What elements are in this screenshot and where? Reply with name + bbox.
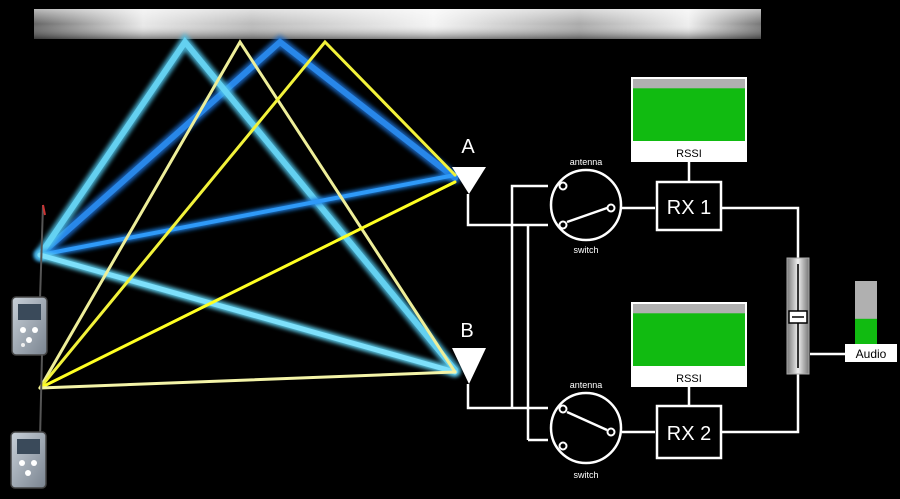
transmitter-bottom [10, 354, 47, 489]
triangle-antenna-icon [452, 348, 486, 384]
ray-cyan-direct-b-core [37, 252, 458, 375]
triangle-antenna-icon [452, 167, 486, 194]
wiring [466, 162, 845, 442]
fader-icon [786, 257, 810, 375]
antenna-switch-bottom: antenna switch [549, 380, 623, 480]
rssi-meter-2-label: RSSI [676, 373, 702, 385]
switch-bottom-label-bottom: switch [573, 470, 598, 480]
wire-rx1-to-fader [722, 206, 800, 258]
receiver-2-label: RX 2 [667, 423, 711, 445]
rssi-meter-1-level [633, 88, 745, 141]
transmitter-top [11, 204, 48, 356]
transmitter-antenna-wire [39, 354, 43, 441]
transmitter-antenna-wire [39, 204, 44, 301]
bodypack-transmitter-icon [10, 431, 47, 489]
rotary-switch-icon [549, 391, 623, 465]
antenna-a-label: A [461, 136, 475, 158]
wire-b-to-switch-bottom [466, 384, 548, 410]
rssi-meter-1: RSSI [631, 77, 747, 162]
rotary-switch-icon [549, 168, 623, 242]
wire-a-to-switch-top [466, 194, 548, 227]
transmitter-antenna-tip [42, 204, 46, 216]
rssi-meter-2-level [633, 313, 745, 366]
antenna-b: B [452, 320, 486, 384]
receiver-2: RX 2 [655, 404, 723, 460]
ray-pale-yellow-direct-b [38, 370, 457, 390]
audio-output: Audio [845, 281, 897, 362]
audio-meter-level [855, 318, 877, 344]
antenna-a: A [452, 136, 486, 194]
switch-bottom-label-top: antenna [570, 380, 603, 390]
ray-pale-yellow-reflected [38, 39, 457, 390]
ray-yellow-direct-a [38, 180, 457, 390]
audio-label: Audio [856, 347, 887, 361]
wire-b-cross [510, 184, 548, 408]
switch-top-label-bottom: switch [573, 245, 598, 255]
antenna-b-label: B [460, 320, 473, 342]
bodypack-transmitter-icon [11, 296, 48, 356]
ceiling-reflector [34, 9, 761, 39]
signal-rays [34, 32, 461, 390]
switch-top-label-top: antenna [570, 157, 603, 167]
receiver-1: RX 1 [655, 180, 723, 232]
ray-blue-direct-a-core [38, 173, 457, 257]
rssi-meter-2: RSSI [631, 302, 747, 387]
ray-blue-reflected-core [37, 38, 458, 258]
ray-cyan-reflected-core [37, 37, 458, 373]
antenna-switch-top: antenna switch [549, 157, 623, 255]
ray-yellow-reflected [38, 39, 457, 390]
receiver-1-label: RX 1 [667, 197, 711, 219]
rssi-meter-1-label: RSSI [676, 148, 702, 160]
wire-rx2-to-fader [722, 374, 800, 434]
